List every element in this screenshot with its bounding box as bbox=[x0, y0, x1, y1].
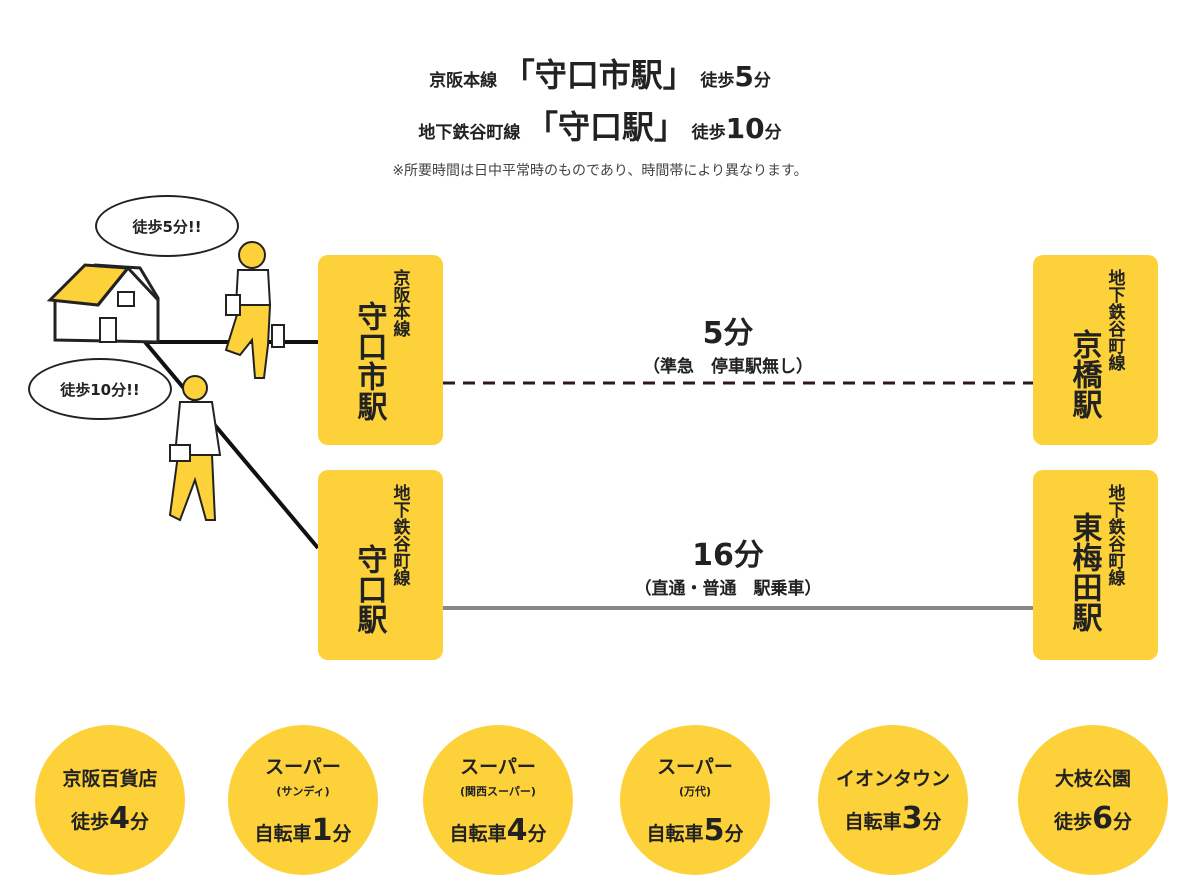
mode: 徒歩 bbox=[1054, 811, 1093, 833]
mode: 自転車 bbox=[646, 823, 704, 845]
unit: 分 bbox=[1112, 811, 1132, 833]
unit: 分 bbox=[527, 823, 547, 845]
station-higashiumeda: 地下鉄谷町線 東梅田駅 bbox=[1033, 470, 1158, 660]
route-label-tanimachi: 16分 （直通・普通 駅乗車） bbox=[528, 530, 928, 599]
route-time: 5分 bbox=[702, 316, 754, 351]
station-name: 「守口駅」 bbox=[526, 108, 687, 146]
line-name: 京阪本線 bbox=[429, 71, 498, 91]
unit: 分 bbox=[724, 823, 744, 845]
station-line: 京阪本線 bbox=[389, 269, 410, 337]
station-name: 守口駅 bbox=[351, 544, 387, 634]
walk-minutes: 5 bbox=[734, 60, 754, 93]
facility-circle: スーパー (サンディ) 自転車1分 bbox=[228, 725, 378, 875]
facility-circle: スーパー (関西スーパー) 自転車4分 bbox=[423, 725, 573, 875]
minutes: 5 bbox=[703, 813, 725, 848]
station-kyobashi: 地下鉄谷町線 京橋駅 bbox=[1033, 255, 1158, 445]
station-name: 京橋駅 bbox=[1066, 329, 1102, 419]
header-line-1: 京阪本線 「守口市駅」 徒歩5分 bbox=[0, 50, 1200, 96]
mode: 自転車 bbox=[254, 823, 312, 845]
man-walking-icon bbox=[168, 375, 222, 522]
woman-walking-icon bbox=[224, 241, 285, 379]
station-line: 地下鉄谷町線 bbox=[389, 484, 410, 586]
walk-label: 徒歩 bbox=[691, 123, 726, 143]
unit: 分 bbox=[764, 123, 782, 143]
facility-name: 京阪百貨店 bbox=[62, 768, 158, 790]
walk-label: 徒歩 bbox=[700, 71, 735, 91]
minutes: 4 bbox=[506, 813, 528, 848]
walk-minutes: 10 bbox=[725, 112, 765, 145]
facility-circle: イオンタウン自転車3分 bbox=[818, 725, 968, 875]
facility-sub: (関西スーパー) bbox=[460, 785, 536, 798]
mode: 自転車 bbox=[844, 811, 902, 833]
minutes: 6 bbox=[1092, 801, 1113, 836]
facility-access: 自転車5分 bbox=[647, 813, 744, 848]
minutes: 3 bbox=[901, 801, 923, 836]
station-name: 守口市駅 bbox=[351, 301, 387, 421]
facility-circle: 京阪百貨店徒歩4分 bbox=[35, 725, 185, 875]
facility-circle: スーパー (万代) 自転車5分 bbox=[620, 725, 770, 875]
station-name: 東梅田駅 bbox=[1066, 512, 1102, 632]
station-moriguchishi: 京阪本線 守口市駅 bbox=[318, 255, 443, 445]
facility-access: 徒歩6分 bbox=[1054, 801, 1132, 836]
facility-access: 自転車1分 bbox=[255, 813, 352, 848]
note: ※所要時間は日中平常時のものであり、時間帯により異なります。 bbox=[392, 163, 808, 179]
unit: 分 bbox=[332, 823, 352, 845]
route-label-keihan: 5分 （準急 停車駅無し） bbox=[528, 308, 928, 377]
speech-bubble-5min: 徒歩5分!! bbox=[95, 195, 239, 257]
header-line-2: 地下鉄谷町線 「守口駅」 徒歩10分 bbox=[0, 102, 1200, 148]
station-line: 地下鉄谷町線 bbox=[1104, 269, 1125, 371]
route-detail: （直通・普通 駅乗車） bbox=[634, 579, 822, 599]
minutes: 4 bbox=[109, 801, 130, 836]
facility-name: スーパー bbox=[265, 756, 341, 778]
facility-name: 大枝公園 bbox=[1054, 768, 1131, 790]
facility-name: イオンタウン bbox=[835, 768, 950, 790]
station-name: 「守口市駅」 bbox=[502, 56, 695, 94]
station-moriguchi: 地下鉄谷町線 守口駅 bbox=[318, 470, 443, 660]
facility-sub: (万代) bbox=[678, 785, 712, 798]
facility-access: 自転車3分 bbox=[845, 801, 942, 836]
facility-name: スーパー bbox=[657, 756, 733, 778]
minutes: 1 bbox=[311, 813, 333, 848]
house-icon bbox=[46, 263, 160, 344]
line-name: 地下鉄谷町線 bbox=[418, 123, 521, 143]
unit: 分 bbox=[129, 811, 149, 833]
route-time: 16分 bbox=[692, 538, 764, 573]
mode: 自転車 bbox=[449, 823, 507, 845]
mode: 徒歩 bbox=[71, 811, 110, 833]
walk-path-2 bbox=[143, 340, 320, 550]
facility-access: 自転車4分 bbox=[450, 813, 547, 848]
unit: 分 bbox=[922, 811, 942, 833]
speech-bubble-10min: 徒歩10分!! bbox=[28, 358, 172, 420]
route-detail: （準急 停車駅無し） bbox=[643, 357, 813, 377]
facility-sub: (サンディ) bbox=[276, 785, 330, 798]
unit: 分 bbox=[753, 71, 771, 91]
facility-access: 徒歩4分 bbox=[71, 801, 149, 836]
facility-name: スーパー bbox=[460, 756, 536, 778]
facility-circle: 大枝公園徒歩6分 bbox=[1018, 725, 1168, 875]
station-line: 地下鉄谷町線 bbox=[1104, 484, 1125, 586]
